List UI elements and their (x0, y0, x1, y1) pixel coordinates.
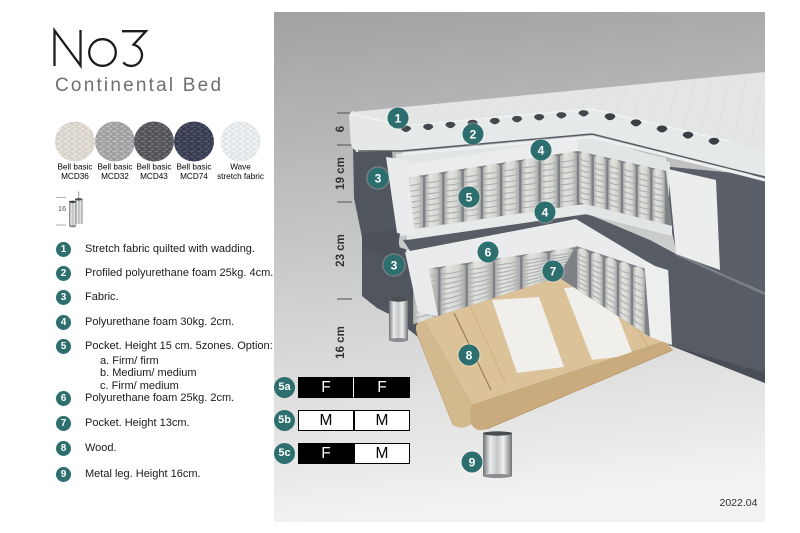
svg-text:stretch fabric: stretch fabric (217, 172, 264, 181)
svg-text:MCD36: MCD36 (61, 172, 89, 181)
svg-text:4: 4 (538, 143, 545, 157)
svg-text:8: 8 (466, 348, 473, 362)
svg-text:Bell basic: Bell basic (57, 163, 92, 172)
svg-text:Bell basic: Bell basic (97, 163, 132, 172)
svg-text:Bell basic: Bell basic (176, 163, 211, 172)
svg-text:3: 3 (375, 171, 382, 185)
svg-text:1: 1 (395, 111, 402, 125)
svg-text:Wave: Wave (230, 163, 251, 172)
svg-text:MCD43: MCD43 (140, 172, 168, 181)
svg-text:19 cm: 19 cm (335, 157, 347, 190)
svg-text:4: 4 (542, 205, 549, 219)
svg-text:7: 7 (550, 264, 557, 278)
svg-text:23 cm: 23 cm (335, 234, 347, 267)
svg-text:6: 6 (335, 126, 347, 132)
svg-text:MCD74: MCD74 (180, 172, 208, 181)
svg-text:MCD32: MCD32 (101, 172, 129, 181)
svg-text:16: 16 (58, 204, 66, 213)
svg-text:5: 5 (466, 190, 473, 204)
svg-text:6: 6 (485, 245, 492, 259)
svg-text:16 cm: 16 cm (335, 326, 347, 359)
svg-text:9: 9 (469, 455, 476, 469)
svg-text:Bell basic: Bell basic (136, 163, 171, 172)
svg-text:2: 2 (470, 127, 477, 141)
svg-text:3: 3 (391, 258, 398, 272)
